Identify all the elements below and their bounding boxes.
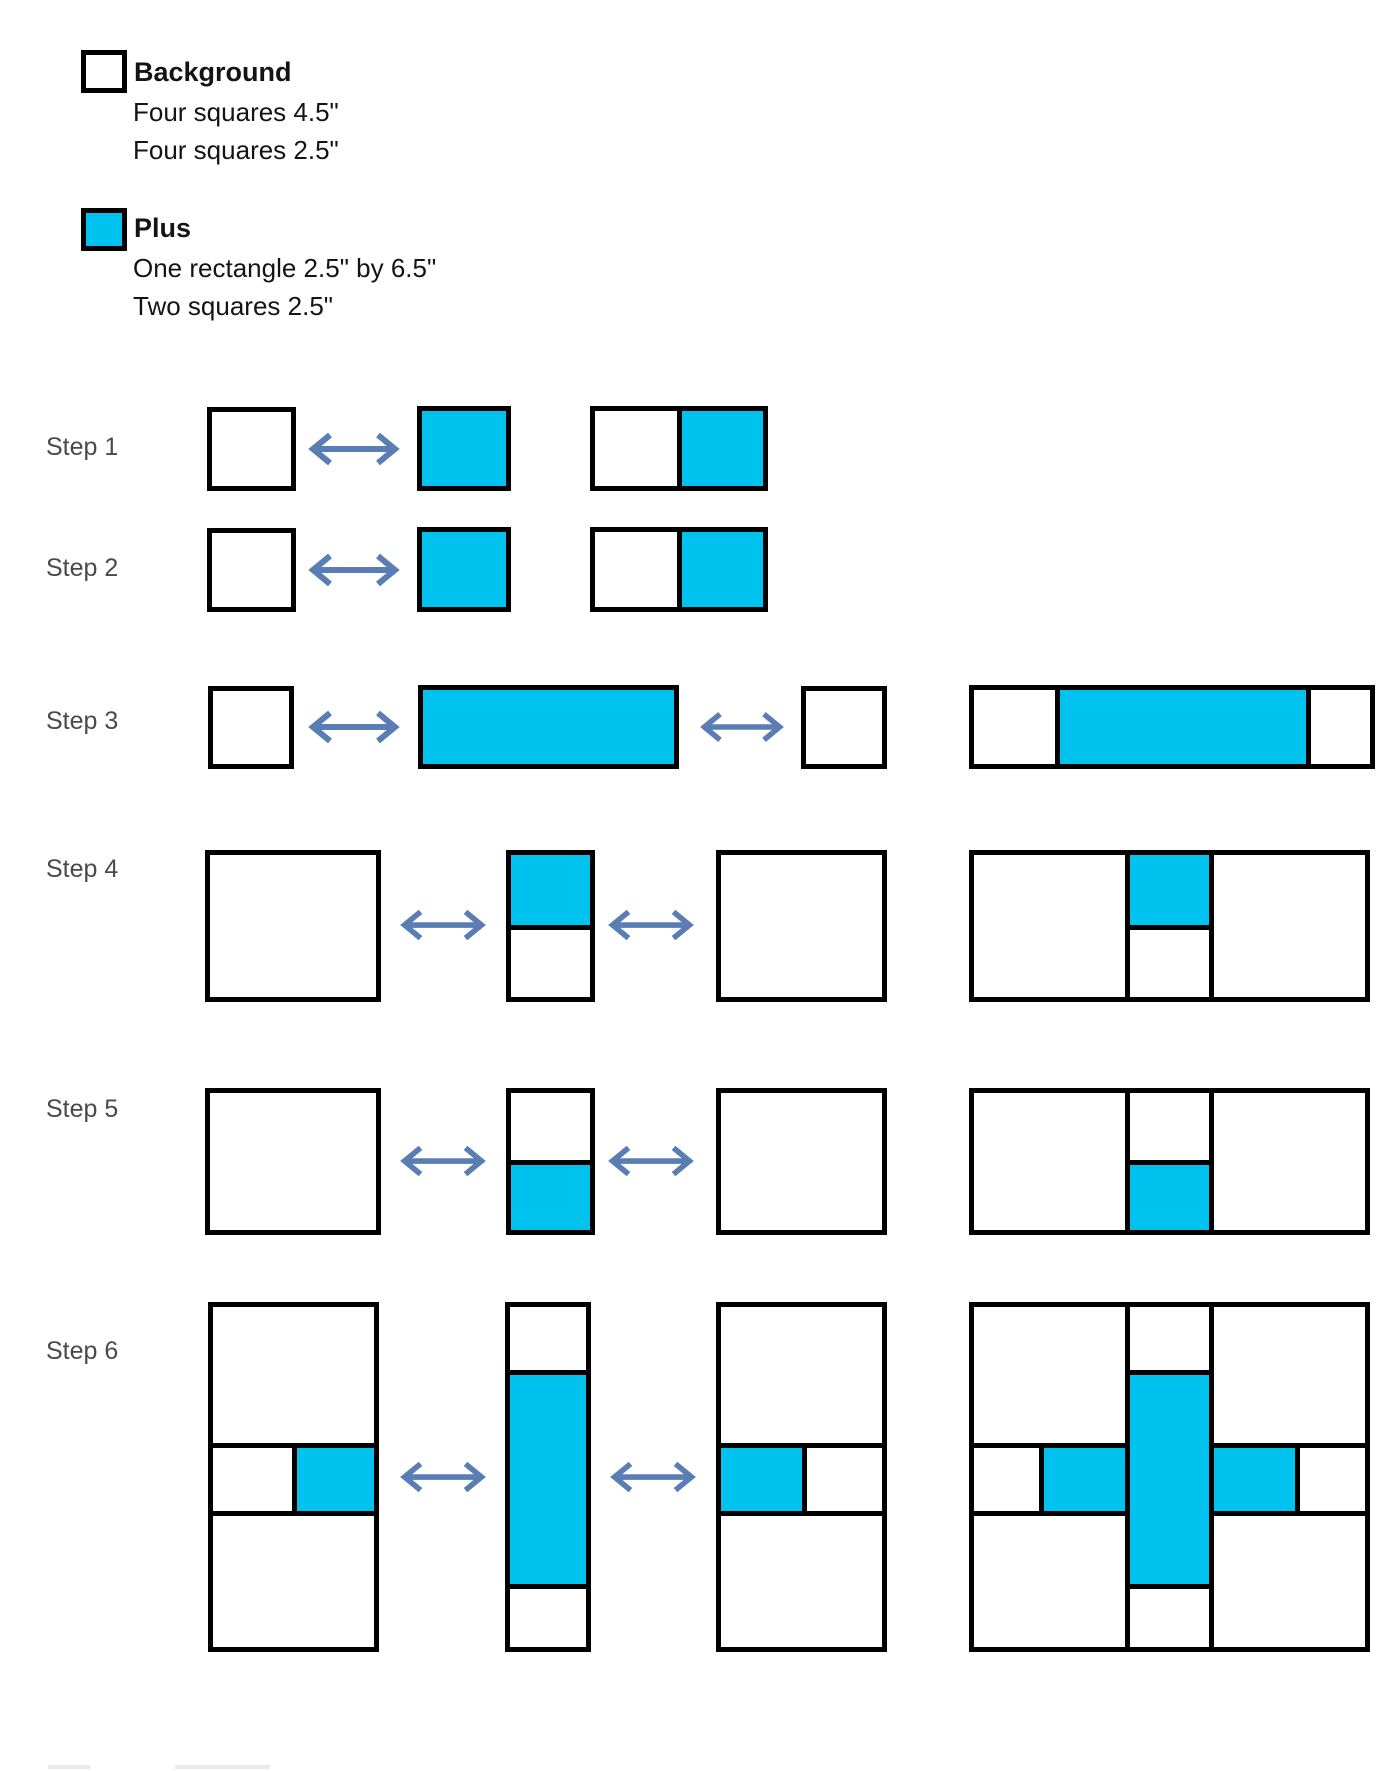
left-right-arrow-icon: [398, 1458, 488, 1496]
step-label: Step 4: [46, 855, 119, 883]
assembled-strip-white-left: [969, 685, 1060, 769]
background-big-square: [716, 1088, 887, 1235]
two-patch-white-square: [590, 527, 682, 612]
two-patch-plus-bottom: [506, 1160, 595, 1235]
left-right-arrow-icon: [608, 1458, 698, 1496]
assembled-row-plus-top: [1125, 850, 1214, 930]
assembled-row-plus-bottom: [1125, 1160, 1214, 1235]
center-strip-plus-rectangle: [505, 1370, 591, 1589]
final-left-mid-white: [969, 1443, 1044, 1516]
assembled-strip-plus-rectangle: [1055, 685, 1311, 769]
final-center-plus-rectangle: [1125, 1370, 1214, 1589]
assembled-row-big-white-left: [969, 1088, 1130, 1235]
clipped-text-remnant: [48, 1765, 90, 1769]
background-big-square: [205, 1088, 381, 1235]
background-swatch: [81, 50, 127, 93]
clipped-text-remnant: [175, 1765, 270, 1769]
left-right-arrow-icon: [306, 430, 402, 468]
final-right-mid-plus: [1209, 1443, 1300, 1516]
background-big-square: [205, 850, 381, 1002]
plus-square: [417, 527, 511, 612]
assembled-strip-white-right: [1306, 685, 1375, 769]
right-column-top-white: [716, 1302, 887, 1448]
final-left-bottom-white: [969, 1511, 1130, 1652]
step-label: Step 6: [46, 1337, 119, 1365]
background-square: [801, 686, 887, 769]
legend-background-line: Four squares 4.5": [133, 97, 339, 127]
final-right-top-white: [1209, 1302, 1370, 1448]
assembled-row-white-bottom: [1125, 925, 1214, 1002]
final-center-bottom-white: [1125, 1584, 1214, 1652]
legend-plus-line: One rectangle 2.5" by 6.5": [133, 253, 437, 283]
two-patch-white-bottom: [506, 925, 595, 1002]
left-column-top-white: [208, 1302, 379, 1448]
left-right-arrow-icon: [306, 551, 402, 589]
background-square: [207, 407, 296, 491]
left-column-mid-white: [208, 1443, 297, 1516]
step-label: Step 2: [46, 554, 119, 582]
legend-background-line: Four squares 2.5": [133, 135, 339, 165]
legend-plus-line: Two squares 2.5": [133, 291, 334, 321]
two-patch-plus-top: [506, 850, 595, 930]
two-patch-white-top: [506, 1088, 595, 1165]
assembled-row-white-top: [1125, 1088, 1214, 1165]
final-left-mid-plus: [1039, 1443, 1130, 1516]
final-left-top-white: [969, 1302, 1130, 1448]
step-label: Step 3: [46, 707, 119, 735]
final-right-mid-white: [1295, 1443, 1370, 1516]
left-column-bottom-white: [208, 1511, 379, 1652]
left-right-arrow-icon: [606, 1142, 696, 1180]
center-strip-bottom-white: [505, 1584, 591, 1652]
legend-background-title: Background: [134, 57, 292, 87]
right-column-mid-plus: [716, 1443, 807, 1516]
step-label: Step 1: [46, 433, 119, 461]
assembled-row-big-white-right: [1209, 1088, 1370, 1235]
center-strip-top-white: [505, 1302, 591, 1375]
legend-plus-title: Plus: [134, 213, 192, 243]
background-square: [208, 686, 294, 769]
left-right-arrow-icon: [398, 1142, 488, 1180]
left-right-arrow-icon: [306, 708, 402, 746]
left-column-mid-plus: [292, 1443, 379, 1516]
plus-square: [417, 406, 511, 491]
background-square: [207, 528, 296, 612]
two-patch-plus-square: [677, 406, 768, 491]
step-label: Step 5: [46, 1095, 119, 1123]
left-right-arrow-icon: [606, 906, 696, 944]
final-right-bottom-white: [1209, 1511, 1370, 1652]
final-center-top-white: [1125, 1302, 1214, 1375]
assembled-row-big-white-left: [969, 850, 1130, 1002]
left-right-arrow-icon: [398, 906, 488, 944]
plus-swatch: [81, 208, 127, 251]
right-column-bottom-white: [716, 1511, 887, 1652]
plus-rectangle: [418, 685, 679, 769]
background-big-square: [716, 850, 887, 1002]
assembled-row-big-white-right: [1209, 850, 1370, 1002]
right-column-mid-white: [802, 1443, 887, 1516]
two-patch-plus-square: [677, 527, 768, 612]
left-right-arrow-icon: [698, 708, 786, 746]
two-patch-white-square: [590, 406, 682, 491]
